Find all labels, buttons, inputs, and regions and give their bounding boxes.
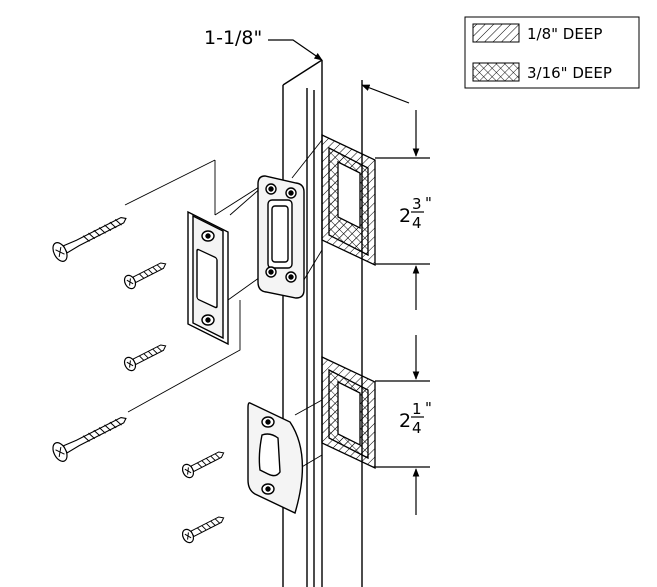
legend-label-1-8-deep: 1/8" DEEP bbox=[527, 25, 602, 43]
legend-swatch-crosshatch bbox=[472, 62, 520, 82]
deadbolt-strike-plate bbox=[187, 210, 229, 346]
upper-dim-unit: " bbox=[425, 194, 432, 212]
upper-dim-denominator: 4 bbox=[412, 214, 422, 232]
dimension-door-width: 1-1/8" bbox=[204, 27, 410, 104]
lower-mortise-pocket bbox=[321, 355, 376, 470]
upper-dim-whole: 2 bbox=[399, 205, 411, 227]
lower-dim-unit: " bbox=[425, 399, 432, 417]
upper-mortise-pocket bbox=[321, 133, 376, 267]
deadbolt-strike-box bbox=[257, 175, 305, 299]
lower-dim-numerator: 1 bbox=[412, 400, 422, 418]
short-screw-4 bbox=[181, 516, 225, 544]
dimension-upper-mortise: 2 3 4 " bbox=[375, 110, 432, 310]
dimension-door-width-label: 1-1/8" bbox=[204, 27, 262, 49]
legend-swatch-diagonal bbox=[472, 23, 520, 43]
dimension-lower-mortise: 2 1 4 " bbox=[375, 335, 432, 515]
long-screw-upper bbox=[52, 216, 127, 262]
upper-dim-numerator: 3 bbox=[412, 195, 422, 213]
lower-dim-whole: 2 bbox=[399, 410, 411, 432]
short-screw-2 bbox=[123, 344, 167, 372]
short-screw-3 bbox=[181, 451, 225, 479]
legend: 1/8" DEEP 3/16" DEEP bbox=[464, 16, 640, 89]
legend-label-3-16-deep: 3/16" DEEP bbox=[527, 64, 612, 82]
latch-strike-plate bbox=[247, 402, 304, 514]
projection-lines bbox=[124, 139, 323, 469]
lower-dim-denominator: 4 bbox=[412, 419, 422, 437]
long-screw-lower bbox=[52, 416, 127, 462]
short-screw-1 bbox=[123, 262, 167, 290]
